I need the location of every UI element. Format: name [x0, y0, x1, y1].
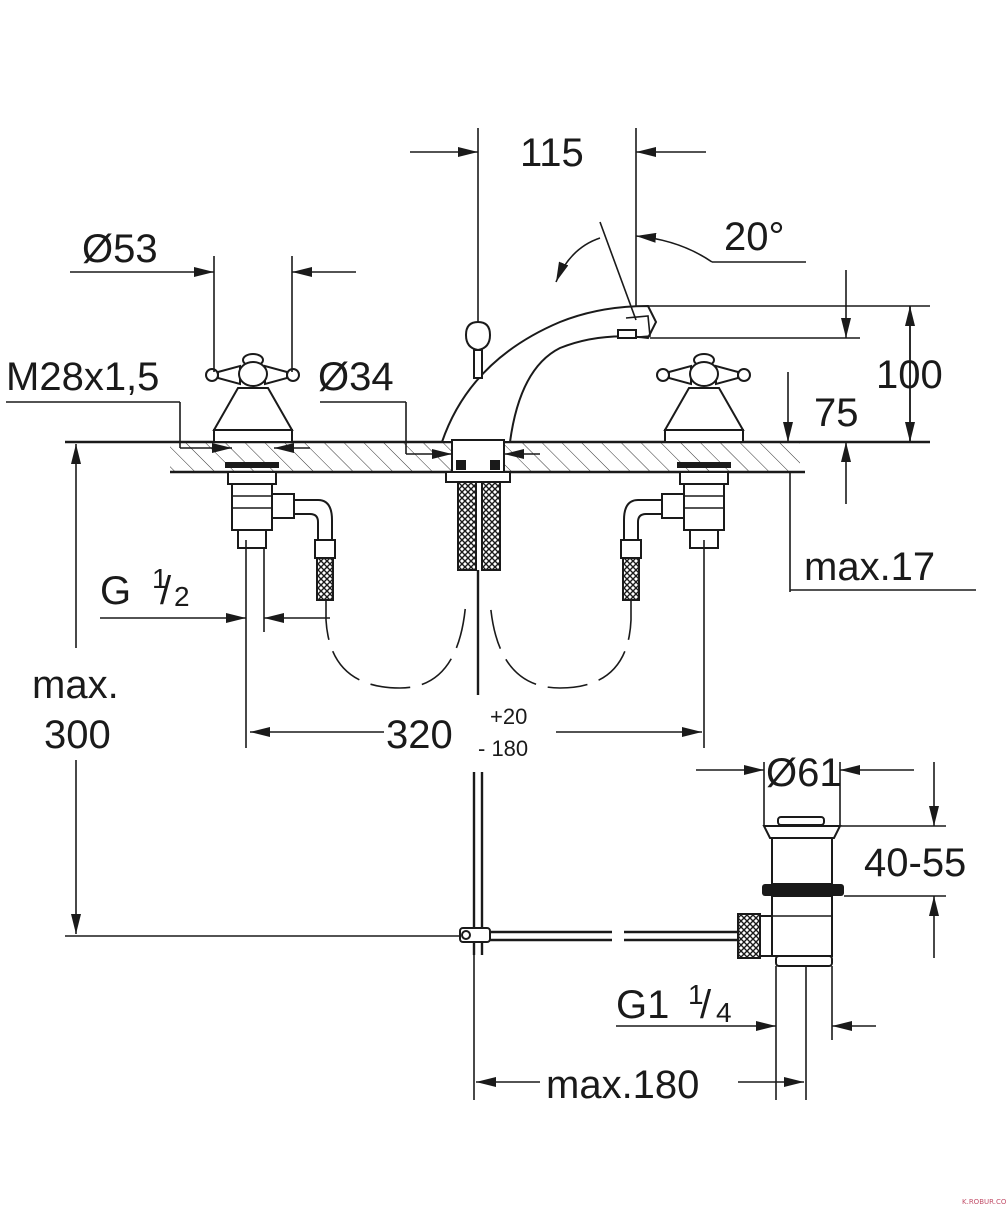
- dim-angle: 20°: [724, 215, 785, 259]
- dim-inlet-thread-num: 1: [152, 563, 168, 594]
- dim-inlet-thread-main: G: [100, 569, 131, 613]
- dim-inlet-thread-den: 2: [174, 581, 190, 612]
- dim-height-total: 100: [876, 353, 943, 397]
- dimension-labels: 115 20° Ø53 M28x1,5 Ø34 100 75 max.17 G …: [6, 131, 1006, 1206]
- dim-waste-thread-slash: /: [700, 983, 712, 1027]
- waste-fitting: [737, 816, 844, 967]
- watermark: K.ROBUR.COM: [962, 1198, 1006, 1206]
- dim-handle-diameter: Ø53: [82, 227, 158, 271]
- right-tap: [620, 353, 751, 601]
- dim-centres: 320: [386, 713, 453, 757]
- dim-height-handle: 75: [814, 391, 859, 435]
- dim-thread: M28x1,5: [6, 355, 159, 399]
- dim-waste-diameter: Ø61: [766, 751, 842, 795]
- dim-waste-thread-den: 4: [716, 997, 732, 1028]
- dim-deck-thickness: max.17: [804, 545, 935, 589]
- dim-rod-reach: max.180: [546, 1063, 699, 1107]
- left-tap: [205, 353, 336, 601]
- hose-paths: [325, 599, 632, 689]
- dim-waste-thread-num: 1: [688, 979, 704, 1010]
- dim-rod-max-line2: 300: [44, 713, 111, 757]
- dim-hole-diameter: Ø34: [318, 355, 394, 399]
- dim-spout-reach: 115: [520, 131, 584, 175]
- dim-waste-thread-main: G1: [616, 983, 669, 1027]
- dim-waste-adjust: 40-55: [864, 841, 966, 885]
- dim-centres-tol-plus: +20: [490, 704, 527, 729]
- popup-rod: [459, 772, 738, 1100]
- dim-inlet-thread-slash: /: [160, 569, 172, 613]
- dim-rod-max-line1: max.: [32, 663, 119, 707]
- spout: [440, 304, 658, 695]
- dimension-lines: [6, 128, 976, 1100]
- dim-centres-tol-minus: - 180: [478, 736, 528, 761]
